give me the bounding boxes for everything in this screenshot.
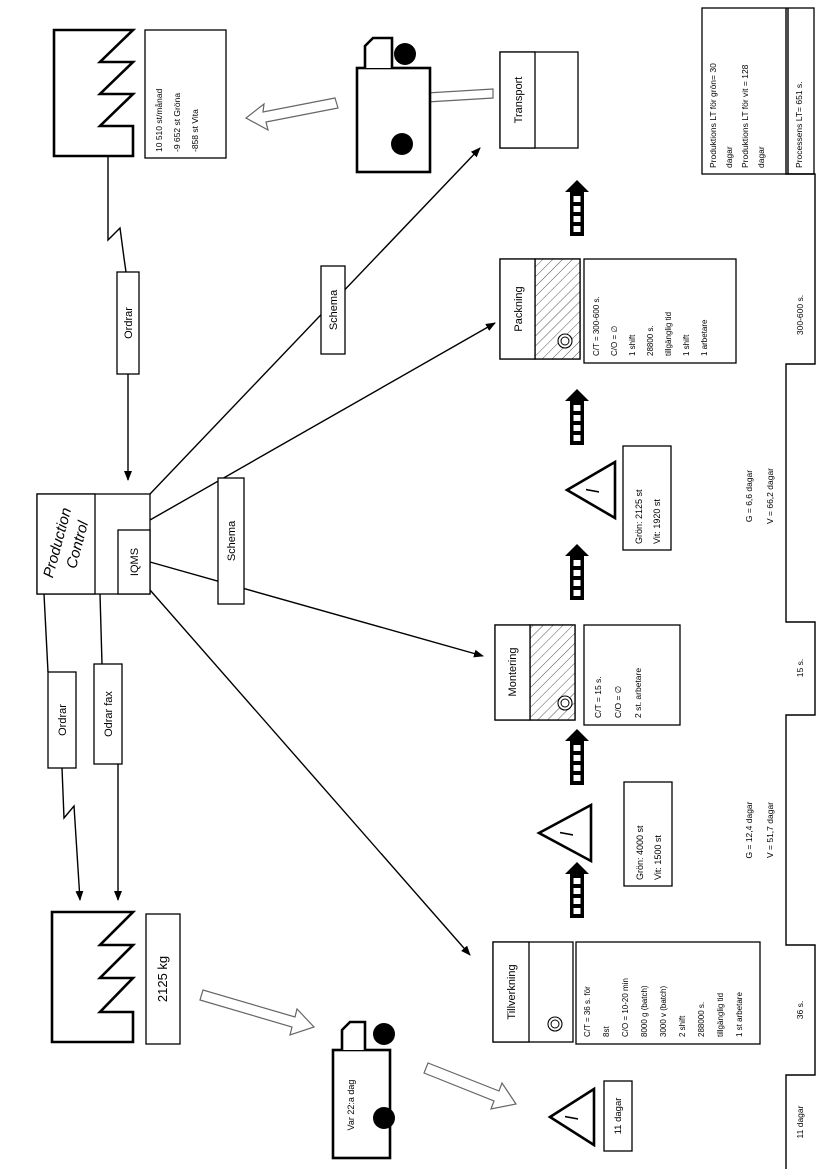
- inventory-triangle-icon: I: [564, 459, 617, 521]
- inventory-box-before-montering: Grön: 4000 st Vit: 1500 st: [623, 781, 673, 887]
- schedule-label-packing: Schema: [328, 289, 340, 330]
- montering-data-line: C/O = ∅: [613, 685, 623, 718]
- iqms-label: IQMS: [129, 548, 141, 576]
- packning-data-line: 28800 s.: [646, 325, 655, 356]
- inventory-line: Vit: 1500 st: [653, 835, 663, 880]
- timeline-montering-ct: 15 s.: [795, 659, 805, 677]
- tillverkning-data-line: 288000 s.: [697, 1002, 706, 1037]
- timeline-wip-1-green: G = 12,4 dagar: [744, 801, 754, 858]
- push-arrow-icon: [565, 862, 589, 918]
- inventory-line: Grön: 4000 st: [635, 825, 645, 880]
- inbound-truck-icon: Var 22:a dag: [331, 1020, 395, 1160]
- tillverkning-data-line: 1 st arbetare: [735, 992, 744, 1037]
- process-lead-time: Processens LT= 651 s.: [794, 81, 804, 168]
- tillverkning-data-line: 8000 g (batch): [640, 985, 649, 1037]
- push-arrow-icon: [565, 544, 589, 600]
- transport-label: Transport: [513, 77, 525, 124]
- packning-label: Packning: [513, 286, 525, 331]
- transport-box: Transport: [499, 51, 579, 149]
- customer-demand-box: 10 510 st/månad -9 652 st Gröna -858 st …: [144, 29, 227, 159]
- tillverkning-data-line: C/T = 36 s. för: [583, 986, 592, 1037]
- customer-factory-icon: [52, 28, 137, 158]
- customer-orders-label: Ordrar: [123, 307, 135, 339]
- customer-order-flow: Ordrar: [107, 157, 140, 481]
- schedule-label-montering: Schema: [226, 520, 238, 561]
- timeline-wip-1-white: V = 51,7 dagar: [765, 802, 775, 858]
- info-flow-packning: [149, 322, 496, 521]
- supplier-order-flow: Ordrar: [43, 593, 84, 901]
- timeline-packning-ct: 300-600 s.: [795, 295, 805, 335]
- montering-data-box: C/T = 15 s. C/O = ∅ 2 st. arbetare: [583, 624, 681, 726]
- tillverkning-label: Tillverkning: [506, 964, 518, 1019]
- supplier-factory-icon: [50, 910, 137, 1044]
- info-flow-tillverkning: [149, 589, 471, 956]
- push-arrow-icon: [565, 180, 589, 236]
- montering-data-line: C/T = 15 s.: [593, 676, 603, 718]
- tillverkning-data-line: 2 shift: [678, 1015, 687, 1037]
- inventory-triangle-icon: I: [536, 802, 593, 864]
- montering-label: Montering: [507, 648, 519, 697]
- svg-text:I: I: [562, 1115, 582, 1120]
- packning-data-line: tillgänglig tid: [664, 312, 673, 356]
- timeline-wip-2-green: G = 6,6 dagar: [744, 470, 754, 522]
- supplier-amount-box: 2125 kg: [145, 913, 181, 1045]
- push-arrow-icon: [565, 389, 589, 445]
- packning-data-line: 1 shift: [628, 334, 637, 356]
- production-lt-white: Produktions LT för vit = 128: [740, 64, 750, 168]
- shipment-arrow-icon: [423, 1062, 517, 1110]
- schedule-flow-montering: Schema: [149, 477, 484, 658]
- customer-demand-line-2: -9 652 st Gröna: [172, 93, 182, 152]
- push-arrows: [565, 180, 589, 918]
- timeline-wip-2-white: V = 66,2 dagar: [765, 468, 775, 524]
- inventory-line: Vit: 1920 st: [652, 499, 662, 544]
- process-tillverkning: Tillverkning: [492, 941, 574, 1043]
- svg-text:I: I: [583, 488, 603, 493]
- inventory-line: Grön: 2125 st: [634, 489, 644, 544]
- process-packning: Packning: [499, 258, 581, 360]
- tillverkning-data-box: C/T = 36 s. för 8st C/O = 10-20 min 8000…: [575, 941, 761, 1045]
- shipment-arrow-icon: [199, 989, 316, 1036]
- tillverkning-data-line: 3000 v (batch): [659, 986, 668, 1037]
- lead-time-summary-box: Produktions LT för grön= 30 dagar Produk…: [701, 7, 815, 175]
- tillverkning-data-line: C/O = 10-20 min: [621, 978, 630, 1037]
- process-montering: Montering: [494, 624, 576, 721]
- production-lt-white-unit: dagar: [756, 146, 766, 168]
- packning-data-line: 1 arbetare: [700, 319, 709, 356]
- timeline-raw-days: 11 dagar: [795, 1105, 805, 1138]
- production-lt-green: Produktions LT för grön= 30: [708, 63, 718, 168]
- tillverkning-data-line: tillgänglig tid: [716, 993, 725, 1037]
- supplier-fax-flow: Odrar fax: [93, 593, 123, 901]
- packning-data-line: C/O = ∅: [610, 326, 619, 356]
- shipment-arrow-icon: [244, 97, 339, 132]
- raw-inventory-label: 11 dagar: [613, 1098, 624, 1135]
- production-control-box: Production Control IQMS: [36, 493, 151, 595]
- raw-inventory-box: 11 dagar: [603, 1080, 633, 1152]
- montering-data-line: 2 st. arbetare: [633, 668, 643, 718]
- schedule-flow-packing: Schema: [149, 147, 481, 495]
- tillverkning-data-line: 8st: [602, 1026, 611, 1037]
- supplier-fax-label: Odrar fax: [103, 691, 115, 737]
- supplier-amount: 2125 kg: [155, 956, 170, 1002]
- push-arrow-icon: [565, 729, 589, 785]
- production-lt-green-unit: dagar: [724, 146, 734, 168]
- timeline: 11 dagar 36 s. G = 12,4 dagar V = 51,7 d…: [744, 8, 816, 1169]
- packning-data-box: C/T = 300-600 s. C/O = ∅ 1 shift 28800 s…: [583, 258, 737, 364]
- customer-demand-line-1: 10 510 st/månad: [154, 88, 164, 152]
- customer-demand-line-3: -858 st Vita: [190, 109, 200, 152]
- inventory-triangle-icon: I: [547, 1086, 596, 1148]
- supplier-orders-label: Ordrar: [57, 704, 69, 736]
- packning-data-line: 1 shift: [682, 334, 691, 356]
- outbound-truck-icon: [355, 36, 432, 174]
- timeline-tillverkning-ct: 36 s.: [795, 1001, 805, 1019]
- packning-data-line: C/T = 300-600 s.: [592, 296, 601, 356]
- svg-text:I: I: [557, 831, 577, 836]
- inbound-truck-label: Var 22:a dag: [346, 1080, 356, 1131]
- inventory-box-before-packning: Grön: 2125 st Vit: 1920 st: [622, 445, 672, 551]
